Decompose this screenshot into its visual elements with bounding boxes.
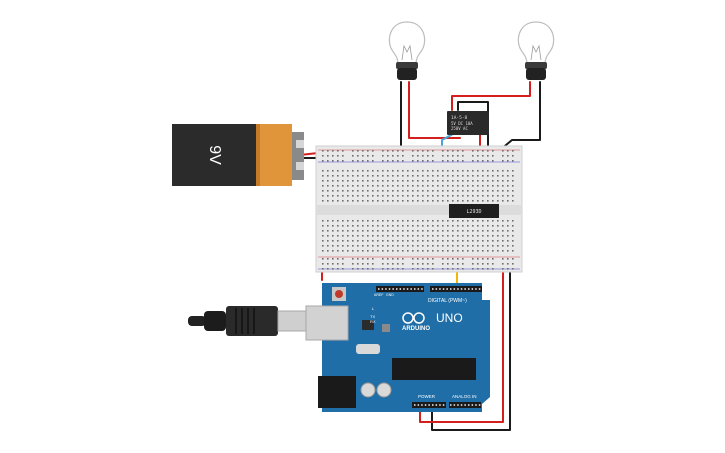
- digital-header-label: DIGITAL (PWM~): [428, 298, 467, 304]
- battery-9v[interactable]: 9V: [172, 124, 304, 186]
- header-pins: [378, 288, 481, 406]
- arduino-uno[interactable]: ARDUINO UNO DIGITAL (PWM~) POWER ANALOG …: [305, 283, 490, 412]
- breadboard-holes: [322, 150, 514, 270]
- arduino-logo: [402, 312, 425, 324]
- led-tx-label: TX: [370, 314, 375, 319]
- chip-label: L293D: [466, 209, 481, 215]
- right-wire-red[interactable]: [419, 267, 504, 423]
- bulb1-wire-red[interactable]: [408, 81, 461, 139]
- led-l-label: L: [372, 306, 375, 311]
- relay-label-3: 250V AC: [451, 126, 468, 131]
- bulb2-wire-black[interactable]: [499, 81, 541, 151]
- arduino-model: UNO: [436, 311, 463, 325]
- aref-label: AREF: [374, 293, 383, 297]
- relay[interactable]: 1A-5-8 5V DC 10A 250V AC: [447, 111, 489, 135]
- motor-driver-chip[interactable]: L293D: [449, 204, 499, 218]
- light-bulb-2[interactable]: [517, 21, 555, 80]
- led-rx-label: RX: [370, 319, 376, 324]
- bulb2-wire-red[interactable]: [451, 81, 531, 111]
- arduino-brand: ARDUINO: [402, 326, 430, 332]
- relay-label-2: 5V DC 10A: [451, 121, 473, 126]
- usb-cable[interactable]: [188, 306, 309, 336]
- analog-header-label: ANALOG IN: [452, 394, 477, 399]
- gnd-label: GND: [386, 293, 394, 297]
- power-header-label: POWER: [418, 394, 436, 399]
- relay-label-1: 1A-5-8: [451, 115, 468, 121]
- battery-label: 9V: [206, 145, 223, 165]
- light-bulb-1[interactable]: [388, 21, 426, 80]
